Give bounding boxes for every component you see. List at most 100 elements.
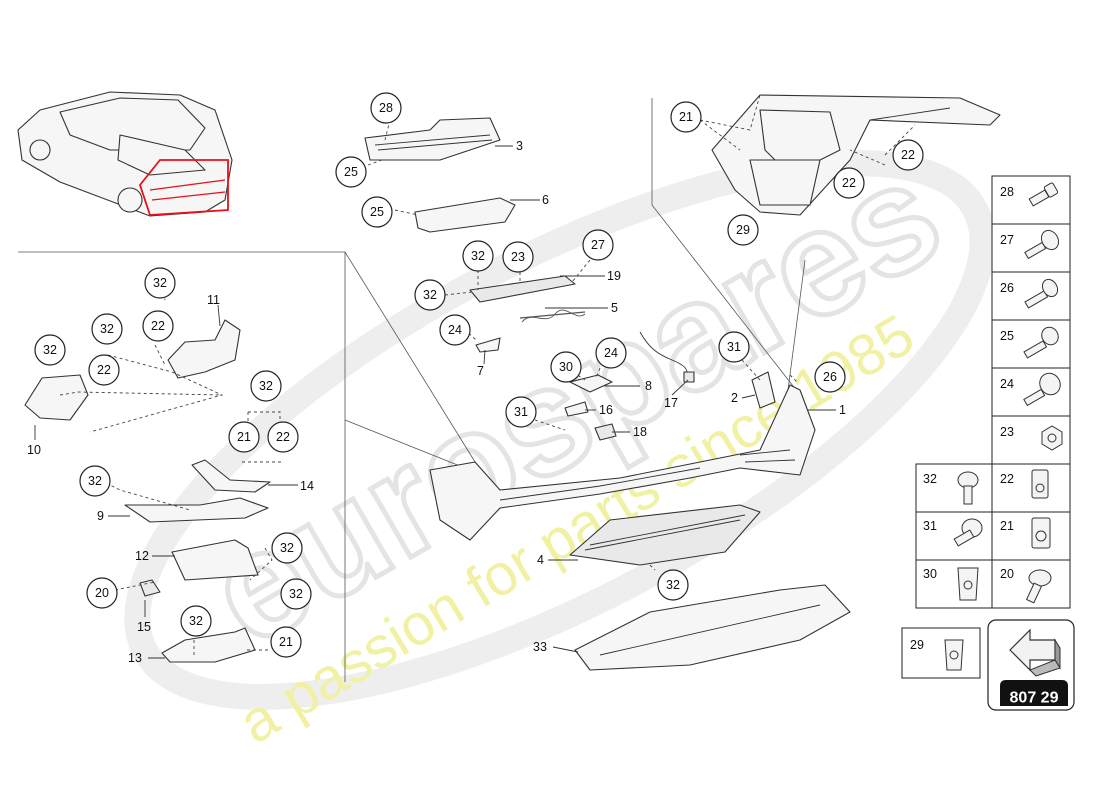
callout-24[interactable]: 24 [595,337,627,369]
torx-bolt-icon [953,518,983,547]
legend-tile-25[interactable]: 25 [991,319,1071,369]
svg-text:21: 21 [279,635,293,649]
part-label-19[interactable]: 19 [607,269,621,283]
callout-22[interactable]: 22 [142,310,174,342]
part-label-6[interactable]: 6 [542,193,549,207]
part-label-13[interactable]: 13 [128,651,142,665]
part-label-33[interactable]: 33 [533,640,547,654]
callout-26[interactable]: 26 [814,361,846,393]
legend-tile-22[interactable]: 22 [991,463,1071,513]
direction-arrow-icon [1009,628,1061,677]
svg-text:24: 24 [1000,377,1014,391]
svg-text:26: 26 [1000,281,1014,295]
part-label-11[interactable]: 11 [207,293,220,307]
callout-21[interactable]: 21 [670,101,702,133]
torx-bolt-icon [1024,229,1060,260]
part-label-14[interactable]: 14 [300,479,314,493]
part-label-5[interactable]: 5 [611,301,618,315]
part-label-4[interactable]: 4 [537,553,544,567]
callout-28[interactable]: 28 [370,92,402,124]
svg-text:25: 25 [1000,329,1014,343]
callout-32[interactable]: 32 [271,532,303,564]
callout-30[interactable]: 30 [550,351,582,383]
svg-text:21: 21 [1000,519,1014,533]
svg-text:32: 32 [923,472,937,486]
legend-tile-26[interactable]: 26 [991,271,1071,321]
part-label-18[interactable]: 18 [633,425,647,439]
part-label-1[interactable]: 1 [839,403,846,417]
callout-29[interactable]: 29 [727,214,759,246]
legend-tile-27[interactable]: 27 [991,223,1071,273]
part-label-2[interactable]: 2 [731,391,738,405]
callout-32[interactable]: 32 [250,370,282,402]
part-label-group: 3 6 19 5 7 8 16 17 18 2 1 11 10 14 9 12 … [27,139,846,665]
callout-25[interactable]: 25 [335,156,367,188]
svg-text:23: 23 [511,250,525,264]
svg-text:24: 24 [448,323,462,337]
callout-22[interactable]: 22 [833,167,865,199]
svg-text:23: 23 [1000,425,1014,439]
legend-tile-28[interactable]: 28 [991,175,1071,225]
callout-32[interactable]: 32 [144,267,176,299]
svg-text:22: 22 [1000,472,1014,486]
hex-nut-icon [1041,425,1063,451]
callout-21[interactable]: 21 [228,421,260,453]
callout-23[interactable]: 23 [502,241,534,273]
svg-text:32: 32 [289,587,303,601]
legend-tile-31[interactable]: 31 [915,511,993,561]
rear-frame-assembly [699,94,1001,216]
section-frame-lines [18,98,806,682]
callout-32[interactable]: 32 [657,569,689,601]
spring-clip-icon [957,567,979,601]
part-label-10[interactable]: 10 [27,443,41,457]
callout-31[interactable]: 31 [718,331,750,363]
callout-32[interactable]: 32 [91,313,123,345]
legend-tile-24[interactable]: 24 [991,367,1071,417]
part-label-3[interactable]: 3 [516,139,523,153]
callout-27[interactable]: 27 [582,229,614,261]
legend-tile-29[interactable]: 29 [901,627,981,679]
callout-25[interactable]: 25 [361,196,393,228]
legend-tile-20[interactable]: 20 [991,559,1071,609]
callout-32[interactable]: 32 [280,578,312,610]
callout-22[interactable]: 22 [88,354,120,386]
flange-screw-icon [1023,372,1061,407]
callout-32[interactable]: 32 [79,465,111,497]
part-shapes [24,117,851,671]
legend-tile-30[interactable]: 30 [915,559,993,609]
svg-text:31: 31 [727,340,741,354]
legend-tile-23[interactable]: 23 [991,415,1071,465]
part-label-8[interactable]: 8 [645,379,652,393]
legend-tile-21[interactable]: 21 [991,511,1071,561]
part-label-12[interactable]: 12 [135,549,149,563]
callout-32[interactable]: 32 [414,279,446,311]
part-label-16[interactable]: 16 [599,403,613,417]
part-label-15[interactable]: 15 [137,620,151,634]
callout-32[interactable]: 32 [34,334,66,366]
svg-text:32: 32 [43,343,57,357]
callout-31[interactable]: 31 [505,396,537,428]
callout-21[interactable]: 21 [270,626,302,658]
svg-text:22: 22 [276,430,290,444]
svg-text:32: 32 [471,249,485,263]
svg-text:29: 29 [910,638,924,652]
callout-20[interactable]: 20 [86,577,118,609]
part-label-9[interactable]: 9 [97,509,104,523]
callout-32[interactable]: 32 [180,605,212,637]
legend-tile-32[interactable]: 32 [915,463,993,513]
callout-22[interactable]: 22 [267,421,299,453]
svg-text:21: 21 [237,430,251,444]
part-label-17[interactable]: 17 [664,396,678,410]
callout-24[interactable]: 24 [439,314,471,346]
svg-text:22: 22 [901,148,915,162]
callout-group: 28 25 25 32 23 27 32 24 21 22 22 29 32 3… [34,92,924,658]
svg-text:22: 22 [842,176,856,190]
bolt-icon [1028,182,1059,207]
svg-text:27: 27 [591,238,605,252]
callout-22[interactable]: 22 [892,139,924,171]
svg-text:32: 32 [88,474,102,488]
part-label-7[interactable]: 7 [477,364,484,378]
svg-text:32: 32 [423,288,437,302]
callout-32[interactable]: 32 [462,240,494,272]
